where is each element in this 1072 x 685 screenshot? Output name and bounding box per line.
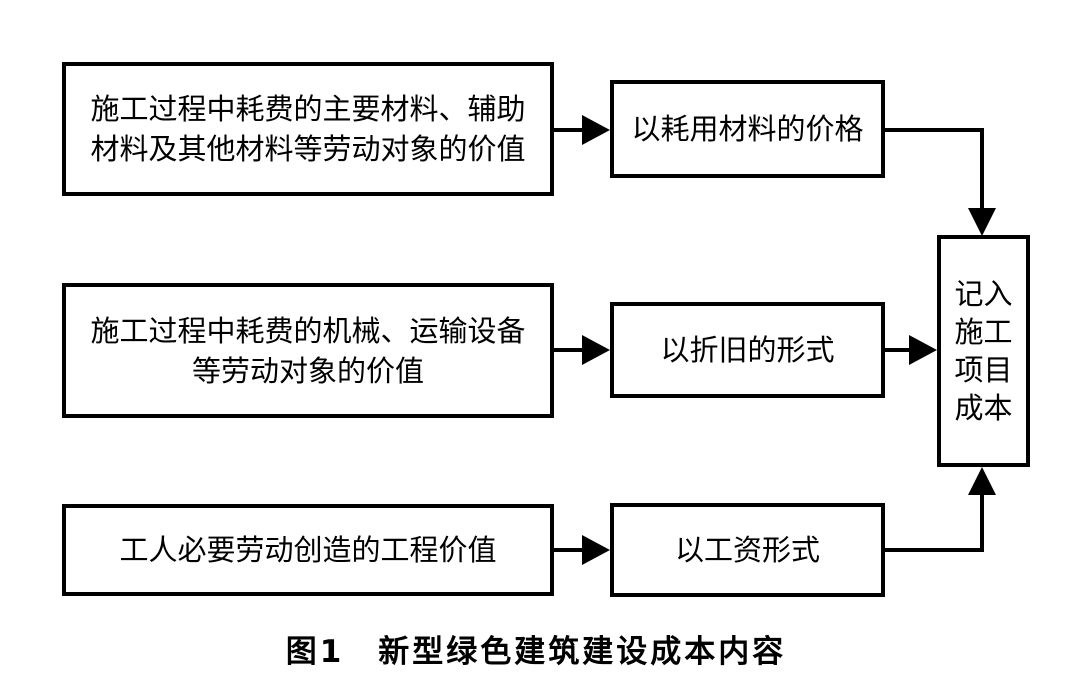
source-box-machinery-label: 施工过程中耗费的机械、运输设备等劳动对象的价值	[90, 313, 526, 388]
source-box-materials: 施工过程中耗费的主要材料、辅助材料及其他材料等劳动对象的价值	[62, 62, 554, 196]
arrow-materials-to-price	[554, 115, 610, 145]
figure-caption: 图1 新型绿色建筑建设成本内容	[285, 634, 787, 670]
sink-box-project-cost-label: 记入施工项目成本	[954, 277, 1013, 425]
arrow-machinery-to-depreciation	[554, 335, 610, 365]
sink-box-project-cost: 记入施工项目成本	[937, 235, 1030, 467]
method-box-material-price: 以耗用材料的价格	[610, 80, 885, 178]
source-box-labor: 工人必要劳动创造的工程价值	[62, 504, 554, 596]
source-box-labor-label: 工人必要劳动创造的工程价值	[119, 533, 497, 567]
source-box-materials-label: 施工过程中耗费的主要材料、辅助材料及其他材料等劳动对象的价值	[90, 92, 526, 166]
arrow-depreciation-to-sink-left	[885, 335, 937, 365]
source-box-machinery: 施工过程中耗费的机械、运输设备等劳动对象的价值	[62, 283, 554, 418]
method-box-material-price-label: 以耗用材料的价格	[631, 112, 864, 146]
method-box-depreciation-label: 以折旧的形式	[660, 333, 835, 367]
method-box-wages: 以工资形式	[610, 503, 885, 597]
arrow-price-to-sink-top	[885, 128, 996, 236]
arrow-wages-to-sink-bottom	[885, 467, 996, 552]
method-box-depreciation: 以折旧的形式	[610, 302, 885, 398]
arrow-labor-to-wages	[554, 535, 610, 565]
method-box-wages-label: 以工资形式	[674, 533, 820, 567]
